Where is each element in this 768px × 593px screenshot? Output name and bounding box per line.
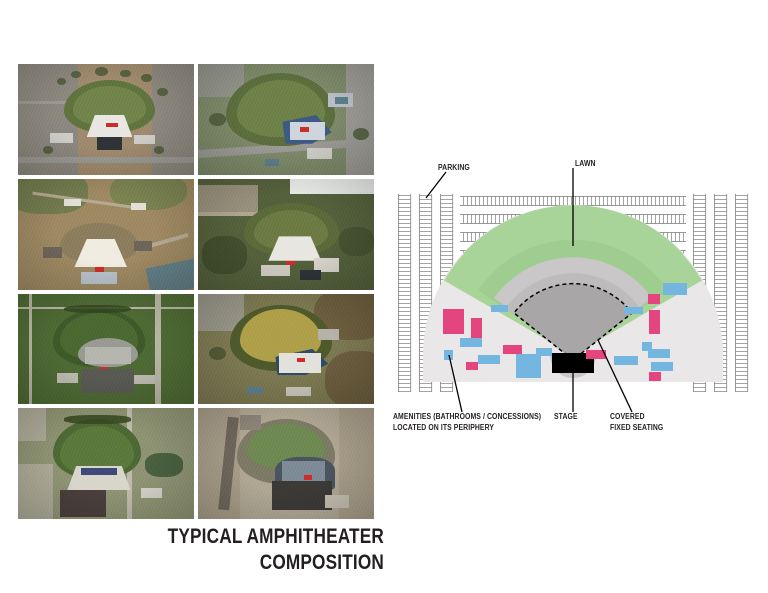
amphitheater-aerial-4: [198, 178, 374, 290]
amphitheater-aerial-3: [18, 178, 194, 290]
amphitheater-aerial-2: [198, 64, 374, 175]
amphitheater-aerial-7: [18, 408, 194, 519]
label-parking: PARKING: [438, 163, 470, 172]
covered-fixed-seating: [514, 283, 632, 360]
leader-amenities: [448, 354, 463, 413]
title-line-2: COMPOSITION: [259, 551, 384, 574]
amenity-blocks-left: [443, 305, 552, 378]
amphitheater-aerial-1: [18, 64, 194, 175]
label-covered-fixed-seating: COVERED FIXED SEATING: [610, 412, 664, 432]
page-title: TYPICAL AMPHITHEATER COMPOSITION: [69, 524, 384, 576]
amphitheater-aerial-6: [198, 293, 374, 405]
covered-fixed-seating-outline: [512, 282, 634, 361]
amphitheater-aerial-8: [198, 408, 374, 519]
amenity-blocks-right: [586, 283, 687, 381]
stage-block: [552, 353, 594, 373]
label-stage: STAGE: [554, 412, 578, 421]
label-lawn: LAWN: [575, 159, 596, 168]
typical-amphitheater-composition-diagram: [386, 150, 760, 450]
leader-lines: [425, 168, 633, 413]
amphitheater-aerial-5: [18, 293, 194, 405]
title-line-1: TYPICAL AMPHITHEATER: [167, 525, 384, 548]
leader-parking: [425, 171, 447, 199]
label-amenities: AMENITIES (BATHROOMS / CONCESSIONS) LOCA…: [393, 412, 542, 432]
amphitheater-photo-grid: [18, 64, 374, 519]
leader-covered: [597, 339, 633, 413]
